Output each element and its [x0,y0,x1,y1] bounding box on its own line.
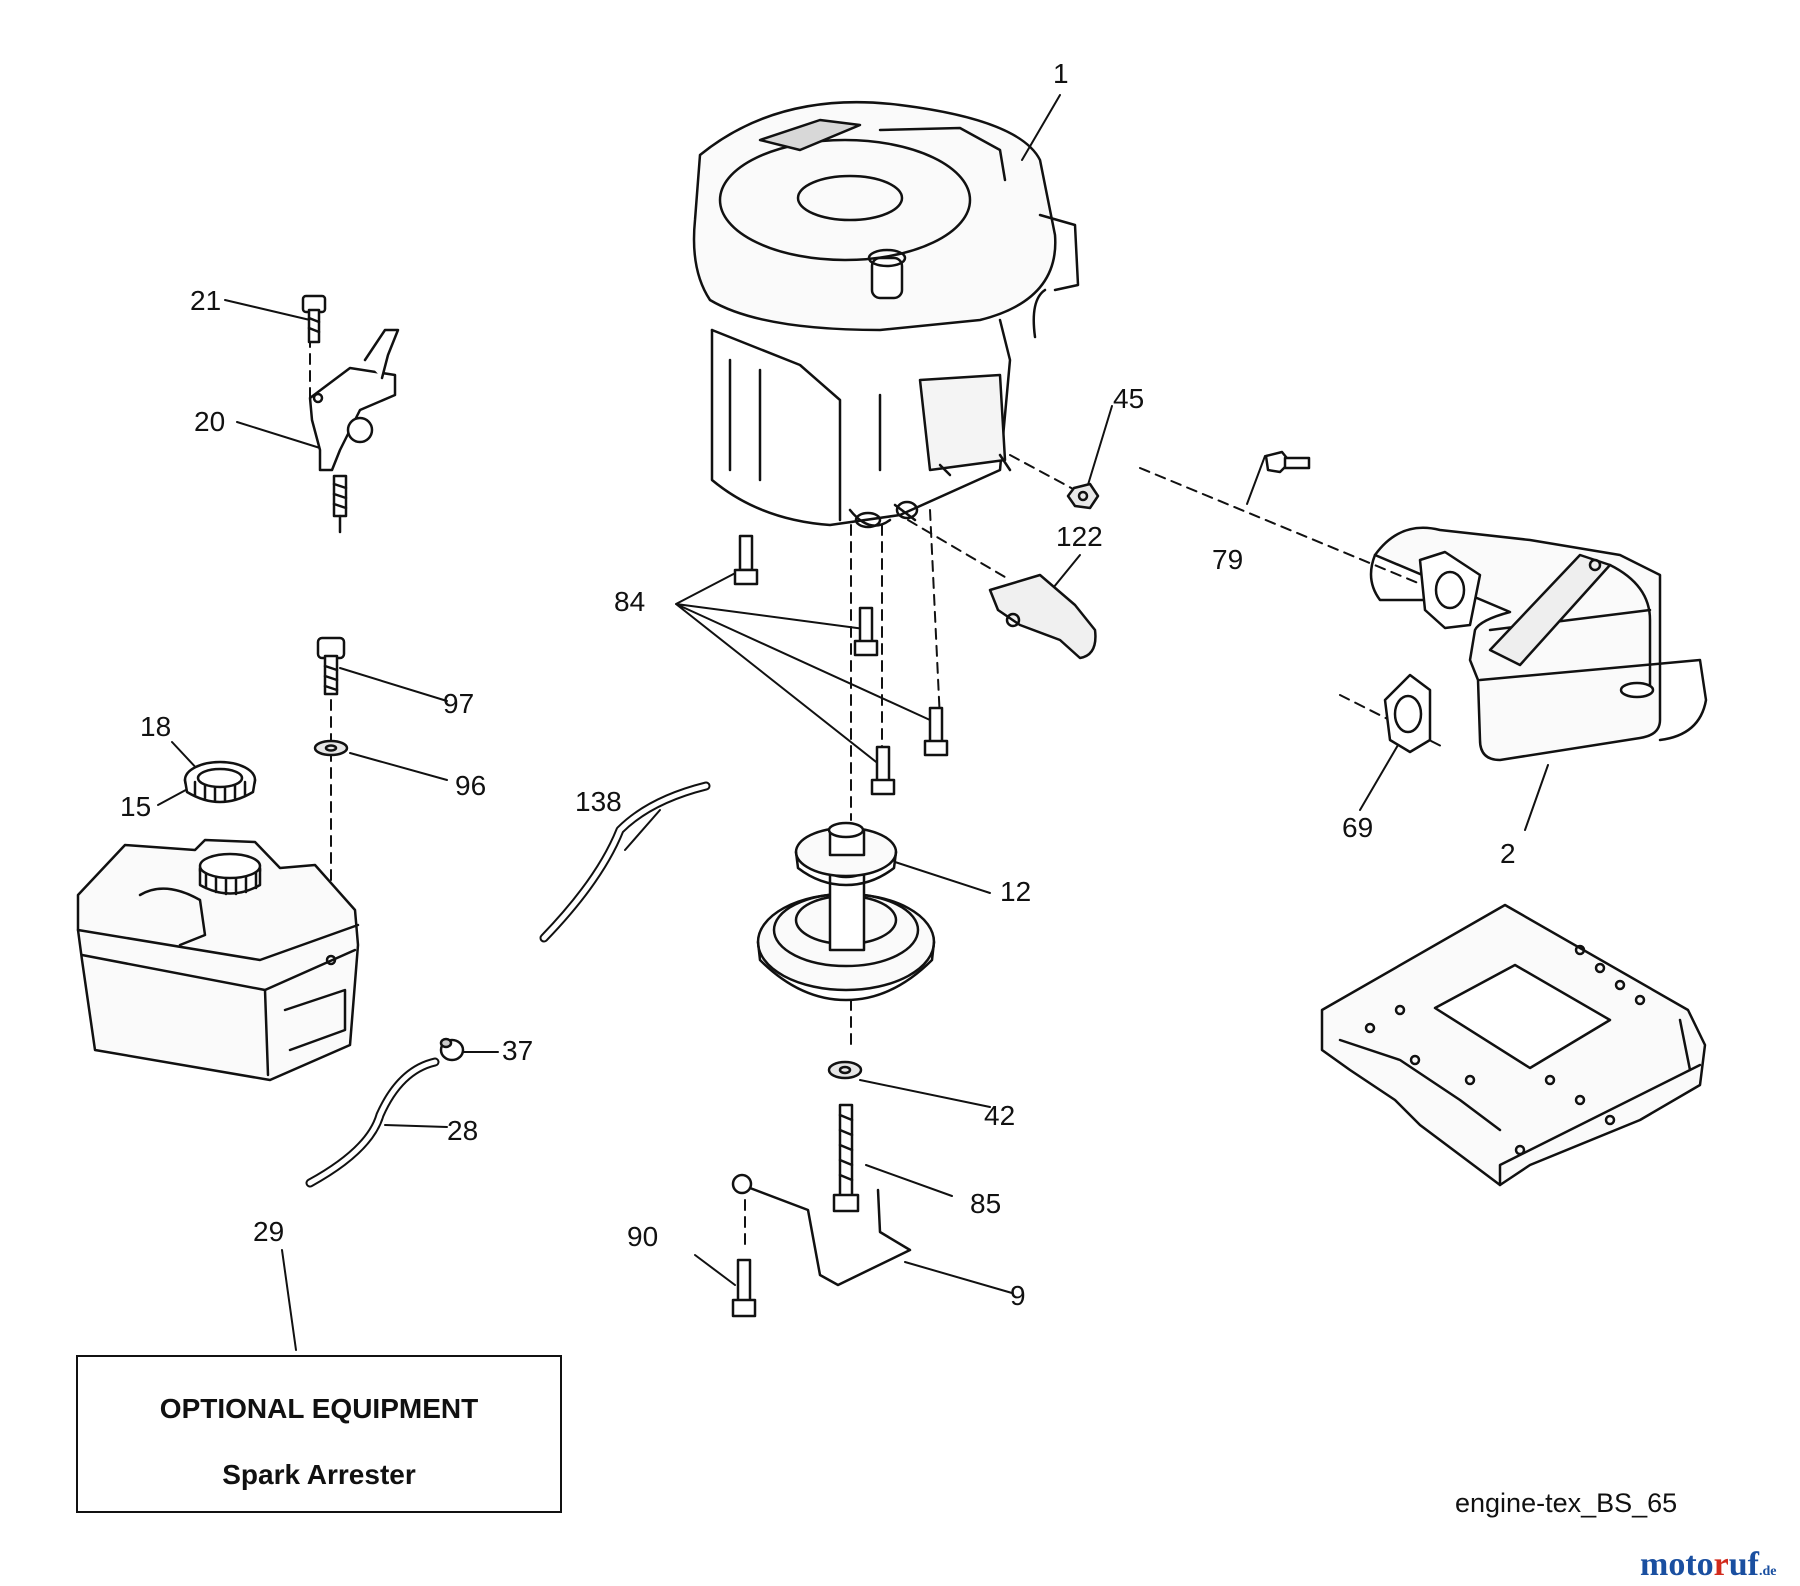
callout-69: 69 [1342,812,1374,843]
clamp-37-part [439,1037,465,1062]
hose-138-part [539,781,711,943]
watermark-rest: uf [1728,1546,1759,1583]
gasket-upper-part [1418,550,1482,630]
screw-97-part [316,636,346,696]
callout-45: 45 [1113,383,1145,414]
watermark-main: moto [1640,1546,1714,1583]
muffler-2-part [1369,526,1708,762]
callout-138: 138 [575,786,622,817]
callout-84: 84 [614,586,646,617]
gasket-69-part [1383,673,1432,754]
callout-90: 90 [627,1221,659,1252]
callout-15: 15 [120,791,152,822]
rod-9-part [731,1173,912,1287]
hose-28-part [305,1057,440,1188]
cap-18-part [183,760,257,804]
watermark-accent: r [1713,1546,1729,1583]
callout-42: 42 [984,1100,1016,1131]
pulley-12-part [756,821,936,1002]
callout-37: 37 [502,1035,534,1066]
callout-21: 21 [190,285,222,316]
callout-79: 79 [1212,544,1244,575]
optional-equipment-box: OPTIONAL EQUIPMENT Spark Arrester [76,1355,562,1513]
nut-45-part [1066,482,1100,510]
optional-equipment-title: OPTIONAL EQUIPMENT [159,1393,479,1424]
watermark-suffix: .de [1758,1564,1777,1579]
callout-97: 97 [443,688,475,719]
bracket-122-part [988,573,1097,660]
throttle-control-20-part [308,328,400,534]
watermark-logo: motoruf.de [1640,1546,1776,1584]
engine-part [692,100,1080,529]
bolt-85-part [832,1103,860,1213]
callout-122: 122 [1056,521,1103,552]
callout-1: 1 [1053,58,1069,89]
washer-42-part [827,1060,863,1080]
optional-equipment-item: Spark Arrester [222,1459,416,1490]
washer-96-part [313,739,349,757]
callout-9: 9 [1010,1280,1026,1311]
callout-29: 29 [253,1216,285,1247]
callout-96: 96 [455,770,487,801]
bolt-90-part [731,1258,757,1318]
screw-21-part [301,294,327,344]
engine-mount-plate-part [1320,903,1707,1187]
bolt-79-part [1264,450,1311,474]
fuel-tank-15-part [76,838,360,1082]
callout-2: 2 [1500,838,1516,869]
diagram-reference: engine-tex_BS_65 [1455,1488,1678,1518]
callout-20: 20 [194,406,226,437]
callout-28: 28 [447,1115,479,1146]
callout-85: 85 [970,1188,1002,1219]
callout-12: 12 [1000,876,1032,907]
callout-18: 18 [140,711,172,742]
bolts-84-part [733,534,949,796]
